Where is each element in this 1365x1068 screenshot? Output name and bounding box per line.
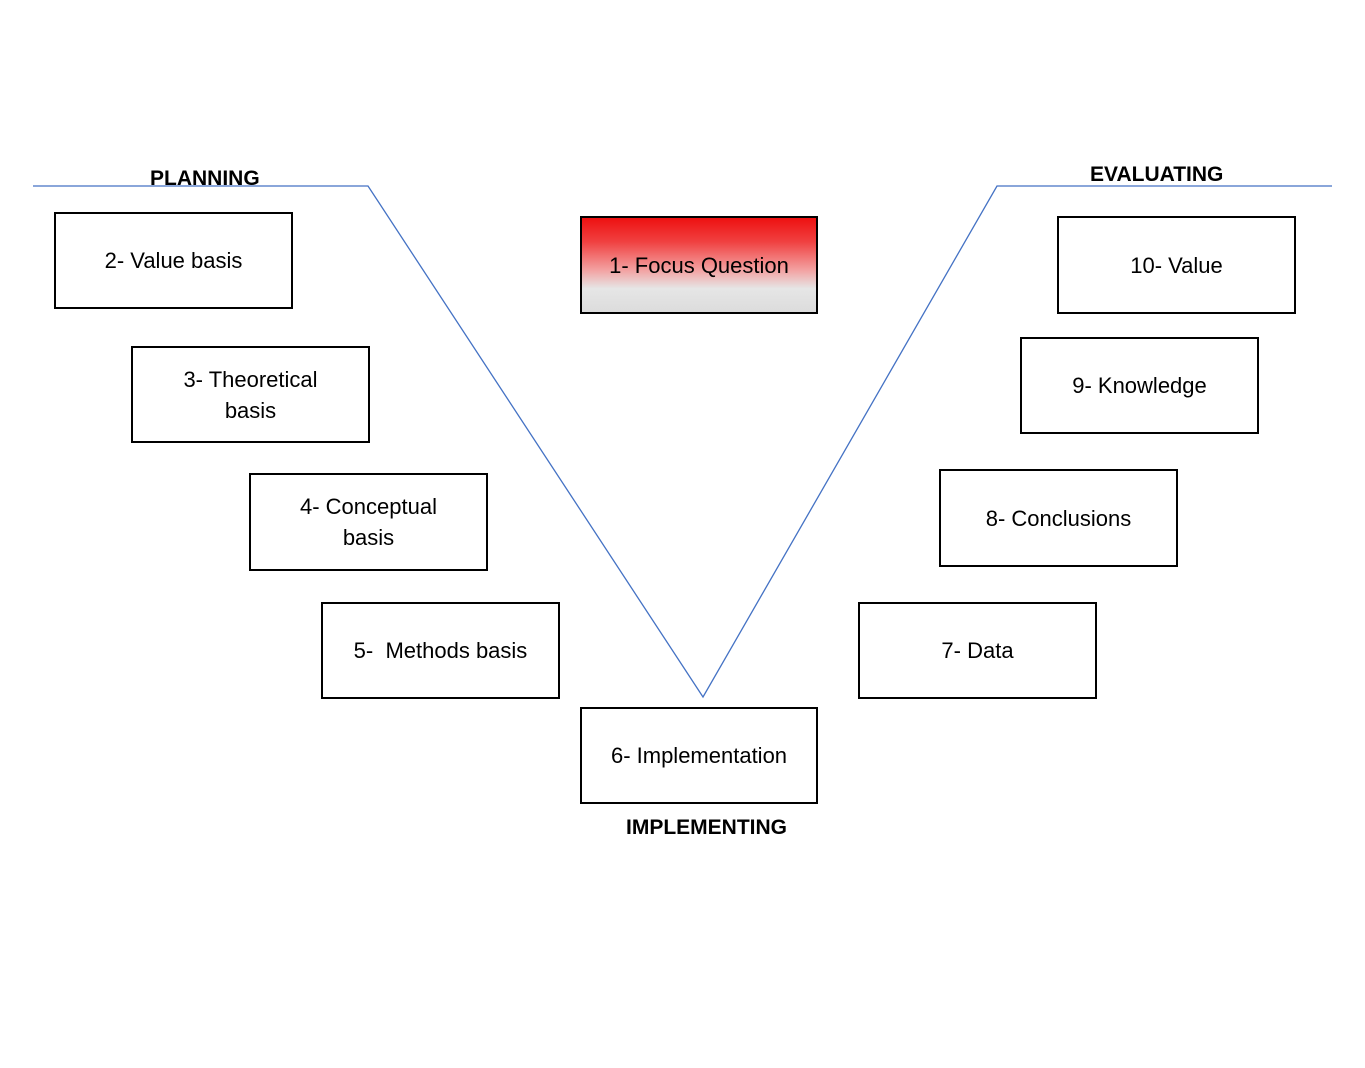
value-basis-box: 2- Value basis	[54, 212, 293, 309]
conceptual-basis-box: 4- Conceptual basis	[249, 473, 488, 571]
evaluating-label: EVALUATING	[1090, 163, 1224, 186]
data-text: 7- Data	[941, 638, 1014, 663]
data-box: 7- Data	[858, 602, 1097, 699]
conclusions-box: 8- Conclusions	[939, 469, 1178, 567]
methods-basis-text: 5- Methods basis	[353, 638, 528, 663]
conceptual-basis-text: 4- Conceptual basis	[300, 494, 437, 550]
knowledge-box: 9- Knowledge	[1020, 337, 1259, 434]
planning-label: PLANNING	[150, 167, 260, 190]
methods-basis-box: 5- Methods basis	[321, 602, 560, 699]
theoretical-basis-box: 3- Theoretical basis	[131, 346, 370, 443]
implementing-label: IMPLEMENTING	[626, 816, 787, 839]
theoretical-basis-text: 3- Theoretical basis	[183, 366, 318, 423]
value-basis-text: 2- Value basis	[104, 248, 243, 273]
implementation-box: 6- Implementation	[580, 707, 818, 804]
focus-question-text: 1- Focus Question	[609, 252, 789, 278]
conclusions-text: 8- Conclusions	[985, 505, 1132, 531]
value-text: 10- Value	[1130, 252, 1223, 278]
focus-question-box: 1- Focus Question	[580, 216, 818, 314]
value-box: 10- Value	[1057, 216, 1296, 314]
knowledge-text: 9- Knowledge	[1072, 373, 1207, 398]
implementation-text: 6- Implementation	[610, 743, 788, 768]
v-shape-line	[33, 185, 1332, 699]
